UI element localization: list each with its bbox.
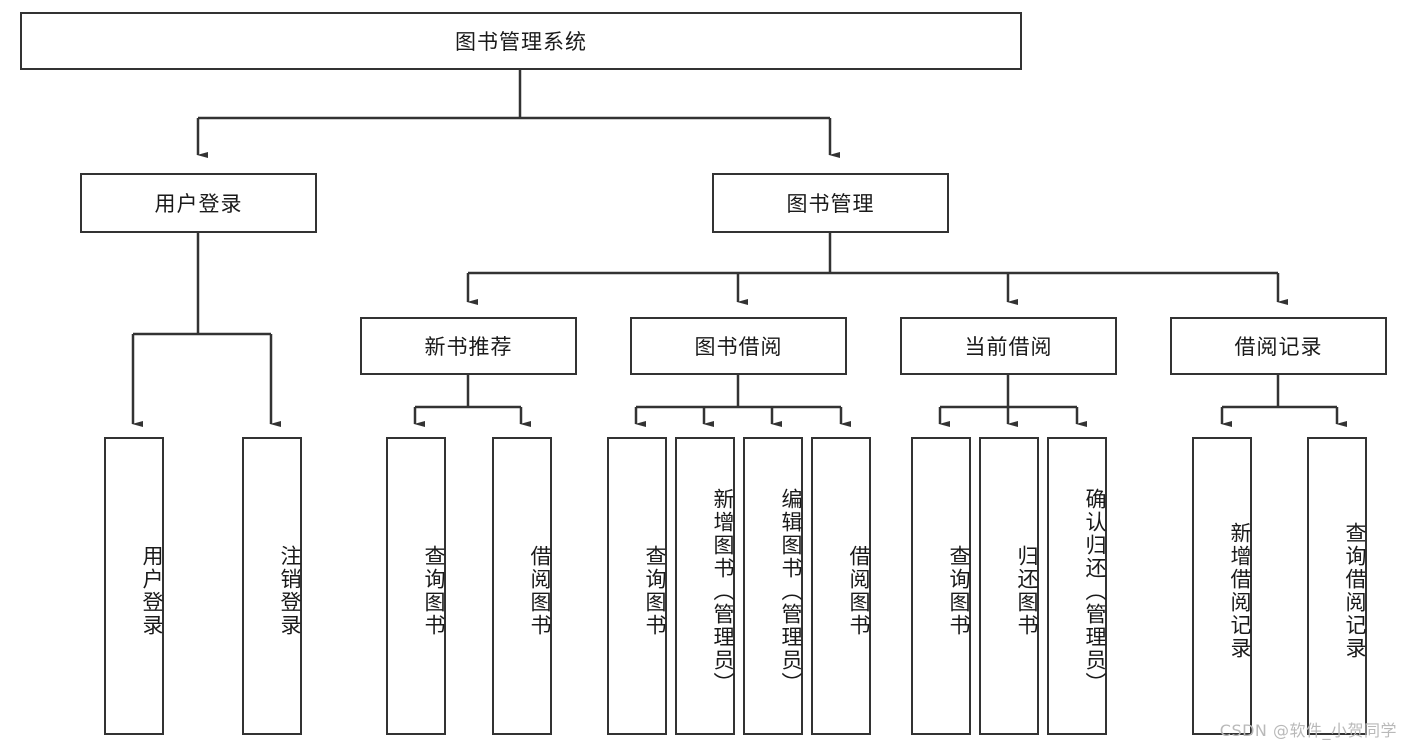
node-label: 查询借阅记录 bbox=[1343, 522, 1367, 660]
node-new-book-recommend[interactable]: 新书推荐 bbox=[360, 317, 577, 375]
leaf-current-borrow-2[interactable]: 确认归还（管理员） bbox=[1047, 437, 1107, 735]
node-user-login[interactable]: 用户登录 bbox=[80, 173, 317, 233]
node-label: 图书管理系统 bbox=[455, 30, 587, 54]
node-root-book-management-system[interactable]: 图书管理系统 bbox=[20, 12, 1022, 70]
node-book-borrow[interactable]: 图书借阅 bbox=[630, 317, 847, 375]
node-label: 新增借阅记录 bbox=[1228, 522, 1252, 660]
leaf-current-borrow-0[interactable]: 查询图书 bbox=[911, 437, 971, 735]
node-label: 归还图书 bbox=[1015, 545, 1039, 637]
leaf-current-borrow-1[interactable]: 归还图书 bbox=[979, 437, 1039, 735]
node-label: 新增图书（管理员） bbox=[711, 487, 735, 695]
leaf-user-login-1[interactable]: 注销登录 bbox=[242, 437, 302, 735]
leaf-new-book-recommend-0[interactable]: 查询图书 bbox=[386, 437, 446, 735]
node-label: 用户登录 bbox=[154, 192, 243, 216]
node-label: 图书管理 bbox=[786, 192, 875, 216]
node-label: 借阅图书 bbox=[847, 545, 871, 637]
node-label: 用户登录 bbox=[140, 545, 164, 637]
node-borrow-record[interactable]: 借阅记录 bbox=[1170, 317, 1387, 375]
leaf-borrow-record-1[interactable]: 查询借阅记录 bbox=[1307, 437, 1367, 735]
node-label: 查询图书 bbox=[947, 545, 971, 637]
leaf-new-book-recommend-1[interactable]: 借阅图书 bbox=[492, 437, 552, 735]
node-label: 查询图书 bbox=[643, 545, 667, 637]
leaf-book-borrow-0[interactable]: 查询图书 bbox=[607, 437, 667, 735]
node-label: 查询图书 bbox=[422, 545, 446, 637]
node-label: 当前借阅 bbox=[964, 335, 1053, 359]
node-label: 编辑图书（管理员） bbox=[779, 487, 803, 695]
node-label: 新书推荐 bbox=[424, 335, 513, 359]
node-label: 图书借阅 bbox=[694, 335, 783, 359]
node-book-management[interactable]: 图书管理 bbox=[712, 173, 949, 233]
leaf-book-borrow-1[interactable]: 新增图书（管理员） bbox=[675, 437, 735, 735]
node-label: 借阅记录 bbox=[1234, 335, 1323, 359]
watermark-text: CSDN @软件_小贺同学 bbox=[1219, 721, 1397, 740]
node-label: 确认归还（管理员） bbox=[1083, 487, 1107, 695]
node-label: 借阅图书 bbox=[528, 545, 552, 637]
node-current-borrow[interactable]: 当前借阅 bbox=[900, 317, 1117, 375]
node-label: 注销登录 bbox=[278, 545, 302, 637]
leaf-user-login-0[interactable]: 用户登录 bbox=[104, 437, 164, 735]
leaf-borrow-record-0[interactable]: 新增借阅记录 bbox=[1192, 437, 1252, 735]
leaf-book-borrow-3[interactable]: 借阅图书 bbox=[811, 437, 871, 735]
leaf-book-borrow-2[interactable]: 编辑图书（管理员） bbox=[743, 437, 803, 735]
